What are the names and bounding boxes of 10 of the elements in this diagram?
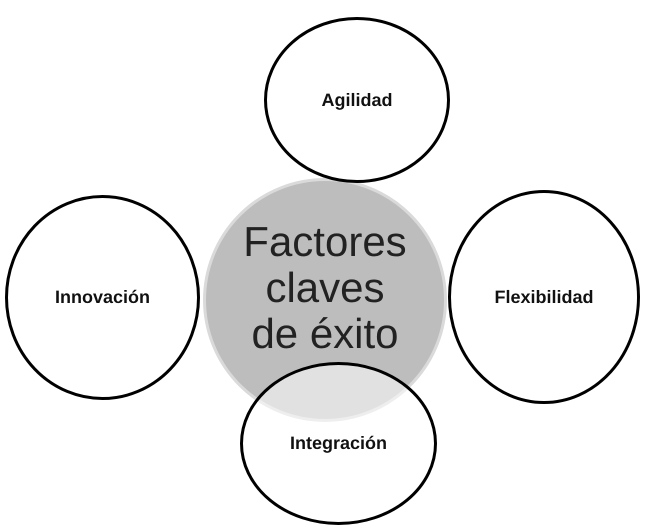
center-circle <box>203 178 447 422</box>
node-text: Agilidad <box>322 90 392 110</box>
ellipse-node <box>5 195 200 400</box>
node-text: Integración <box>290 433 387 454</box>
ellipse-node <box>448 190 640 404</box>
node-text: Innovación <box>54 287 150 308</box>
node-text: Flexibilidad <box>494 286 594 308</box>
ellipse-node <box>240 362 437 525</box>
node-text: Factores claves de éxito <box>242 219 408 357</box>
ellipse-node <box>264 17 450 183</box>
